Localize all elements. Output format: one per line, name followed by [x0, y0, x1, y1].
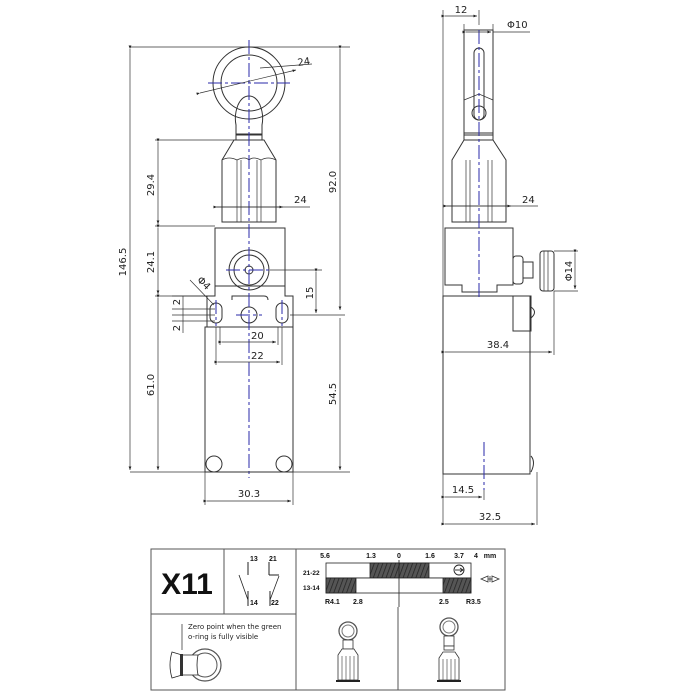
plunger-state-pulled-icon: [437, 617, 461, 682]
travel-label-0: 0: [397, 553, 401, 560]
dim-center-offset: 14.5: [452, 485, 474, 496]
row-label-21-22: 21-22: [303, 570, 320, 577]
travel-label-3-7: 3.7: [454, 553, 464, 560]
travel-label-2-8: 2.8: [353, 599, 363, 606]
dim-slot-offset-bottom: 2: [172, 325, 183, 331]
dim-body-depth: 32.5: [479, 512, 501, 523]
travel-label-r3-5: R3.5: [466, 599, 481, 606]
travel-label-1-3: 1.3: [366, 553, 376, 560]
travel-label-1-6: 1.6: [425, 553, 435, 560]
connector: [539, 250, 555, 292]
dim-body-height: 61.0: [146, 374, 157, 396]
contact-14: 14: [250, 600, 258, 607]
side-body: [442, 295, 531, 475]
zero-point-illustration-icon: [169, 624, 222, 682]
dim-side-ring-diameter: Φ10: [507, 20, 528, 31]
contact-symbol-icon: [238, 562, 280, 606]
dim-connector-diameter: Φ14: [564, 261, 575, 282]
dim-upper-height: 92.0: [328, 171, 339, 193]
travel-label-5-6: 5.6: [320, 553, 330, 560]
dim-total-height: 146.5: [118, 248, 129, 277]
travel-label-4: 4: [474, 553, 478, 560]
mounting-flange: [206, 285, 294, 328]
plunger-state-pushed-icon: [336, 621, 360, 682]
double-arrow-icon: [479, 575, 501, 583]
switch-head: [214, 227, 286, 287]
dim-head-height: 24.1: [146, 251, 157, 273]
side-head: [444, 227, 514, 293]
dim-slot-offset-top: 2: [172, 299, 183, 305]
side-plunger-cap: [451, 139, 507, 223]
row-label-13-14: 13-14: [303, 585, 320, 592]
switch-code: X11: [161, 568, 213, 601]
dim-hole-diameter: Φ4: [194, 275, 212, 293]
zero-point-note-line1: Zero point when the green: [188, 623, 281, 631]
dim-slot-spacing-outer: 22: [251, 351, 264, 362]
side-view: 12 Φ10 24 Φ14 38.4 14.5 32.5: [441, 5, 578, 526]
contact-22: 22: [271, 600, 279, 607]
dim-slot-spacing-inner: 20: [251, 331, 264, 342]
travel-label-r4-1: R4.1: [325, 599, 340, 606]
dim-ring-diameter: 24: [297, 56, 311, 69]
zero-point-note-line2: o-ring is fully visible: [188, 633, 258, 641]
positive-opening-icon: [453, 564, 465, 576]
dim-side-axis-offset: 12: [455, 5, 468, 16]
front-view: 146.5 92.0 29.4 24.1 61.0 54.5 24 24 Φ4 …: [118, 40, 350, 505]
dim-plunger-height: 29.4: [146, 174, 157, 196]
switching-table: X11 13 21 14 22 5.6 1.3 0 1.6 3.7 4 mm 2…: [150, 548, 506, 691]
dim-lower-height: 54.5: [328, 383, 339, 405]
dim-axis-offset: 15: [305, 287, 316, 300]
travel-unit: mm: [484, 553, 496, 560]
dim-head-width: 24: [294, 195, 307, 206]
travel-label-2-5: 2.5: [439, 599, 449, 606]
dim-base-width: 30.3: [238, 489, 260, 500]
contact-13: 13: [250, 556, 258, 563]
contact-21: 21: [269, 556, 277, 563]
dim-side-head-width: 24: [522, 195, 535, 206]
dim-overall-depth: 38.4: [487, 340, 509, 351]
